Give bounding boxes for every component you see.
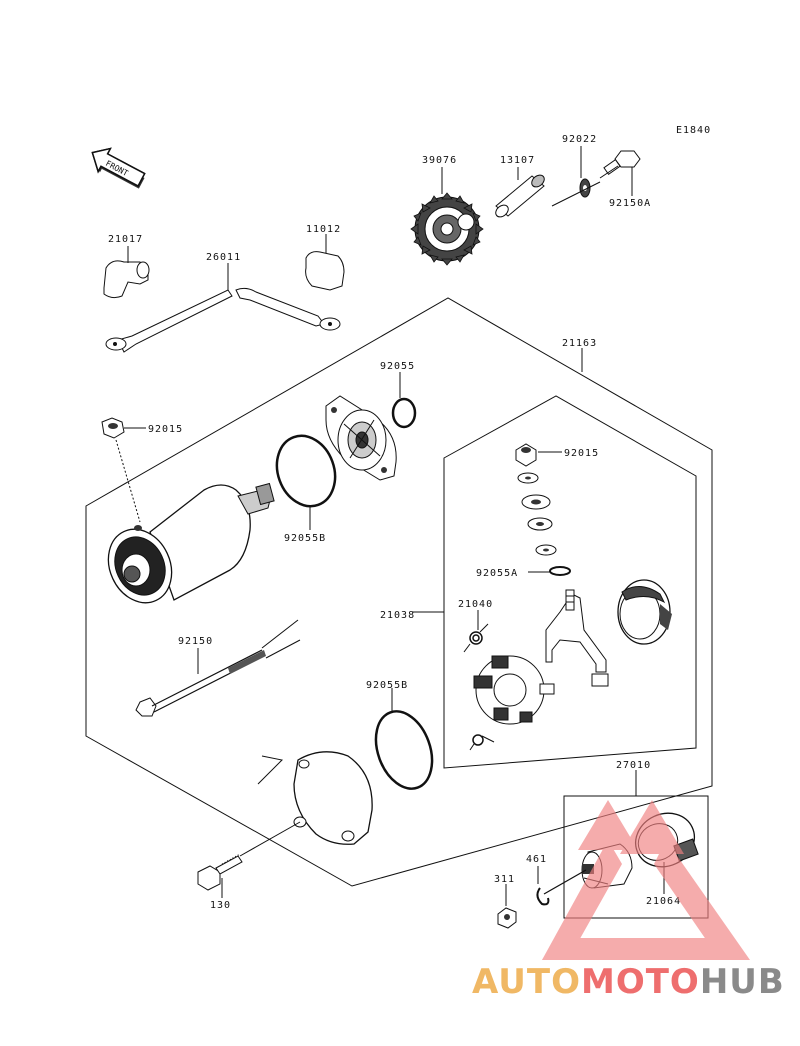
- callout-21017: 21017: [108, 234, 143, 245]
- diagram-code: E1840: [676, 125, 711, 136]
- nut-92015-right: [515, 443, 537, 467]
- callout-92055B-bottom: 92055B: [366, 680, 408, 691]
- watermark-logo: [542, 800, 750, 960]
- callout-27010: 27010: [616, 760, 651, 771]
- cable-26011: [105, 287, 341, 353]
- callout-92055: 92055: [380, 361, 415, 372]
- callout-461: 461: [526, 854, 547, 865]
- starter-assembly-outline: [85, 297, 713, 887]
- lockwasher-461: [536, 887, 550, 906]
- callout-21038: 21038: [380, 610, 415, 621]
- starter-motor: [107, 482, 275, 604]
- washer-92022: [579, 178, 591, 198]
- o-ring-92055: [391, 397, 417, 429]
- watermark-text-moto: MOTO: [580, 962, 700, 1002]
- callout-13107: 13107: [500, 155, 535, 166]
- o-ring-92055B-bottom: [374, 710, 434, 790]
- watermark-text-hub: HUB: [699, 962, 785, 1002]
- o-ring-92055B-top: [275, 434, 337, 508]
- o-ring-92055A: [549, 566, 571, 576]
- bolt-92150A: [599, 150, 641, 179]
- callout-311: 311: [494, 874, 515, 885]
- field-yoke: [617, 579, 672, 645]
- nut-92015-left: [101, 417, 125, 439]
- front-arrow-icon: FRONT: [91, 147, 146, 189]
- brush-terminal: [545, 589, 609, 687]
- callout-39076: 39076: [422, 155, 457, 166]
- callout-92150: 92150: [178, 636, 213, 647]
- washer-stack: [517, 472, 557, 556]
- callout-92055A: 92055A: [476, 568, 518, 579]
- callout-130: 130: [210, 900, 231, 911]
- brush-spring-lower: [469, 734, 495, 751]
- callout-26011: 26011: [206, 252, 241, 263]
- callout-21163: 21163: [562, 338, 597, 349]
- callout-92015-left: 92015: [148, 424, 183, 435]
- rear-cover: [293, 751, 373, 845]
- brush-holder-plate: [473, 655, 555, 725]
- front-cover: [325, 395, 397, 481]
- sleeve-13107: [495, 174, 545, 218]
- watermark-text: AUTOMOTOHUB: [472, 962, 785, 1002]
- terminal-cap-21017: [103, 260, 150, 299]
- callout-11012: 11012: [306, 224, 341, 235]
- callout-92150A: 92150A: [609, 198, 651, 209]
- callout-92055B-top: 92055B: [284, 533, 326, 544]
- callout-21040: 21040: [458, 599, 493, 610]
- callout-92022: 92022: [562, 134, 597, 145]
- watermark-text-auto: AUTO: [472, 962, 581, 1002]
- nut-311: [497, 907, 517, 929]
- gear-39076: [410, 192, 484, 266]
- bolt-130: [197, 821, 301, 891]
- brush-spring-21040: [463, 623, 489, 653]
- terminal-cap-11012: [305, 251, 345, 291]
- callout-21064: 21064: [646, 896, 681, 907]
- brush-holder-outline: [443, 395, 697, 769]
- callout-92015-right: 92015: [564, 448, 599, 459]
- through-bolt-92150: [135, 649, 266, 717]
